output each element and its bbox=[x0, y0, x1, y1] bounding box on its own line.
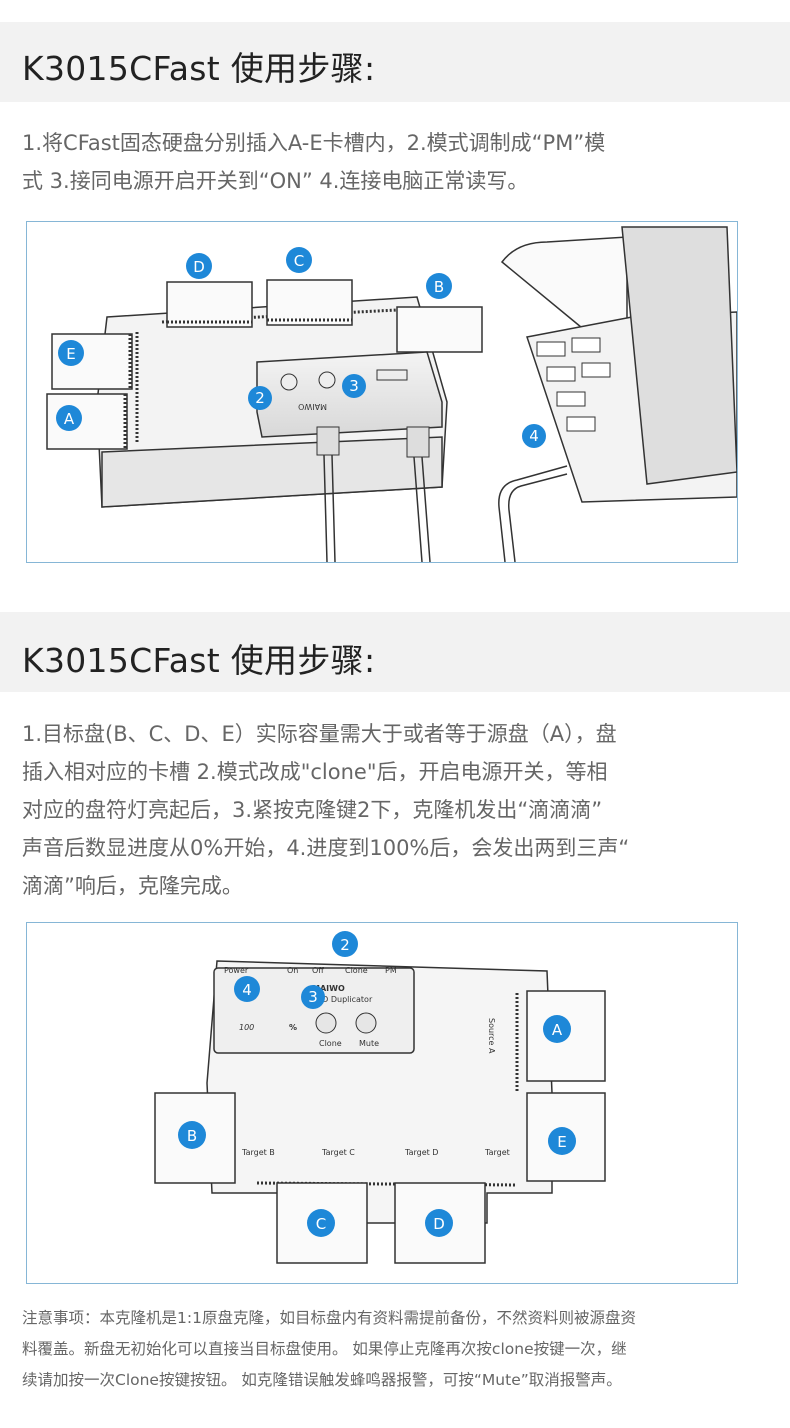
badge-a: A bbox=[56, 405, 82, 431]
badge-d: D bbox=[425, 1209, 453, 1237]
laptop bbox=[502, 227, 737, 502]
section1-instructions: 1.将CFast固态硬盘分别插入A-E卡槽内，2.模式调制成“PM”模 式 3.… bbox=[22, 124, 762, 200]
badge-c: C bbox=[286, 247, 312, 273]
card-c bbox=[267, 280, 352, 325]
section1-header: K3015CFast 使用步骤: bbox=[0, 22, 790, 102]
svg-text:E: E bbox=[557, 1133, 566, 1151]
svg-text:D: D bbox=[193, 258, 205, 276]
svg-text:A: A bbox=[64, 410, 75, 428]
on-label: On bbox=[287, 966, 298, 975]
figure2-illustration: Power On Off Clone PM MAIWO SSD Duplicat… bbox=[26, 922, 738, 1284]
svg-text:3: 3 bbox=[308, 988, 318, 1006]
target-e-label: Target bbox=[484, 1148, 510, 1157]
progress-display: 100 bbox=[239, 1023, 254, 1032]
figure1-illustration: MAIWO D bbox=[26, 221, 738, 563]
svg-text:4: 4 bbox=[529, 427, 539, 445]
power-label: Power bbox=[224, 966, 249, 975]
svg-text:4: 4 bbox=[242, 981, 252, 999]
target-c-label: Target C bbox=[321, 1148, 355, 1157]
badge-e: E bbox=[58, 340, 84, 366]
badge-a: A bbox=[543, 1015, 571, 1043]
card-d bbox=[167, 282, 252, 327]
badge-step3: 3 bbox=[342, 374, 366, 398]
badge-b: B bbox=[426, 273, 452, 299]
clone-mode-label: Clone bbox=[345, 966, 368, 975]
svg-text:B: B bbox=[187, 1127, 197, 1145]
target-d-label: Target D bbox=[404, 1148, 438, 1157]
svg-text:C: C bbox=[316, 1215, 326, 1233]
target-b-label: Target B bbox=[241, 1148, 275, 1157]
section2-title: K3015CFast 使用步骤: bbox=[22, 634, 375, 682]
badge-step2: 2 bbox=[248, 386, 272, 410]
off-label: Off bbox=[312, 966, 324, 975]
badge-step3: 3 bbox=[301, 985, 325, 1009]
clone-button-label: Clone bbox=[319, 1039, 342, 1048]
section1-title: K3015CFast 使用步骤: bbox=[22, 42, 375, 90]
svg-text:2: 2 bbox=[255, 389, 265, 407]
svg-text:C: C bbox=[294, 252, 304, 270]
badge-b: B bbox=[178, 1121, 206, 1149]
notes: 注意事项：本克隆机是1:1原盘克隆，如目标盘内有资料需提前备份，不然资料则被源盘… bbox=[22, 1303, 762, 1396]
card-b bbox=[397, 307, 482, 352]
badge-c: C bbox=[307, 1209, 335, 1237]
svg-text:B: B bbox=[434, 278, 444, 296]
badge-e: E bbox=[548, 1127, 576, 1155]
percent-sign: % bbox=[289, 1023, 297, 1032]
pm-label: PM bbox=[385, 966, 397, 975]
section2-instructions: 1.目标盘(B、C、D、E）实际容量需大于或者等于源盘（A），盘 插入相对应的卡… bbox=[22, 715, 762, 905]
badge-d: D bbox=[186, 253, 212, 279]
figure1-brand: MAIWO bbox=[298, 402, 327, 411]
badge-step2: 2 bbox=[332, 931, 358, 957]
section2-header: K3015CFast 使用步骤: bbox=[0, 612, 790, 692]
mute-button-label: Mute bbox=[359, 1039, 379, 1048]
svg-text:A: A bbox=[552, 1021, 563, 1039]
svg-text:2: 2 bbox=[340, 936, 350, 954]
badge-step4: 4 bbox=[522, 424, 546, 448]
badge-step4: 4 bbox=[234, 976, 260, 1002]
svg-text:D: D bbox=[433, 1215, 445, 1233]
svg-text:E: E bbox=[66, 345, 75, 363]
source-a-label: Source A bbox=[487, 1018, 496, 1054]
svg-text:3: 3 bbox=[349, 377, 359, 395]
